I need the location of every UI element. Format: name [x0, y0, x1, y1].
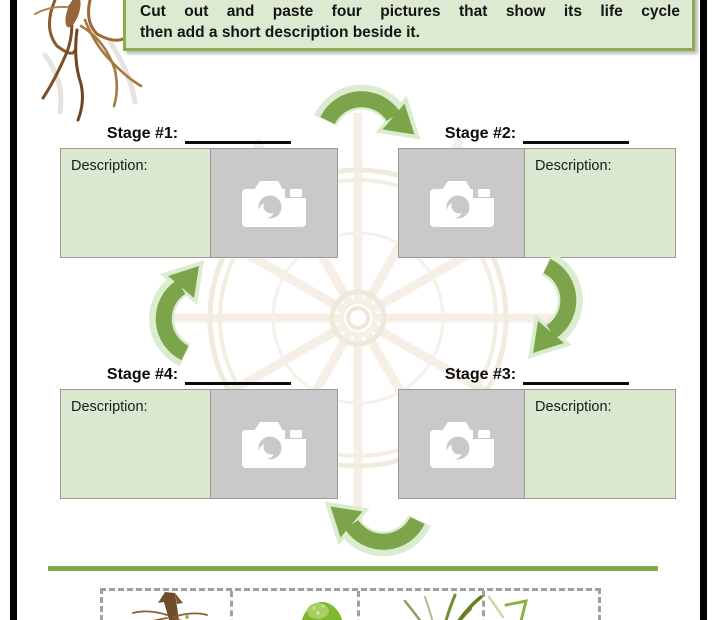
- stage-1-description-label: Description:: [71, 158, 148, 174]
- camera-icon: [429, 422, 496, 468]
- cycle-arrow-top-icon: [314, 71, 421, 151]
- instruction-box: Cut out and paste four pictures that sho…: [123, 0, 695, 51]
- stage-3-title: Stage #3:: [398, 361, 676, 385]
- stage-2-photo-placeholder[interactable]: [399, 149, 525, 257]
- cycle-arrow-bottom-icon: [324, 491, 431, 571]
- cutout-pictures-box: [100, 588, 601, 620]
- cutout-divider-1: [230, 591, 233, 620]
- stage-4-group: Stage #4: Description:: [60, 361, 338, 499]
- stage-1-label: Stage #1:: [106, 125, 179, 142]
- stage-1-photo-placeholder[interactable]: [209, 149, 337, 257]
- stage-2-group: Stage #2: Description:: [398, 120, 676, 258]
- stage-3-name-blank[interactable]: [523, 367, 630, 385]
- stage-3-description-label: Description:: [535, 399, 612, 415]
- stage-2-description-label: Description:: [535, 158, 612, 174]
- cycle-arrow-left-icon: [135, 260, 215, 367]
- stage-3-label: Stage #3:: [444, 366, 517, 383]
- stage-1-box: Description:: [60, 148, 338, 258]
- stick-insect-nymph-cutout: [403, 593, 483, 620]
- stage-2-description-area[interactable]: Description:: [524, 149, 675, 257]
- stage-4-photo-placeholder[interactable]: [209, 390, 337, 498]
- stage-3-group: Stage #3: Description:: [398, 361, 676, 499]
- cutout-divider-2: [357, 591, 360, 620]
- instruction-text-line1: Cut out and paste four pictures that sho…: [140, 3, 680, 20]
- stage-4-name-blank[interactable]: [185, 367, 292, 385]
- stick-insect-legs-cutout: [487, 595, 529, 620]
- stage-4-description-label: Description:: [71, 399, 148, 415]
- stage-3-photo-placeholder[interactable]: [399, 390, 525, 498]
- cutout-divider-3: [482, 591, 485, 620]
- stage-3-box: Description:: [398, 389, 676, 499]
- cycle-arrow-right-icon: [517, 252, 597, 359]
- stage-4-label: Stage #4:: [106, 366, 179, 383]
- stage-4-box: Description:: [60, 389, 338, 499]
- instruction-text-line2: then add a short description beside it.: [140, 24, 420, 41]
- cutout-pictures-art[interactable]: [103, 591, 598, 620]
- camera-icon: [241, 422, 308, 468]
- camera-icon: [429, 181, 496, 227]
- camera-icon: [241, 181, 308, 227]
- egg-cutout: [301, 602, 343, 620]
- page-border-left: [10, 0, 17, 620]
- stage-3-description-area[interactable]: Description:: [524, 390, 675, 498]
- stage-2-box: Description:: [398, 148, 676, 258]
- stage-2-label: Stage #2:: [444, 125, 517, 142]
- stick-insect-twig-cutout: [132, 592, 208, 620]
- stage-1-title: Stage #1:: [60, 120, 338, 144]
- section-divider-line: [48, 566, 658, 571]
- stage-1-name-blank[interactable]: [185, 126, 292, 144]
- stage-4-description-area[interactable]: Description:: [61, 390, 210, 498]
- stage-1-description-area[interactable]: Description:: [61, 149, 210, 257]
- stick-insect-photo: [34, 0, 143, 122]
- stage-4-title: Stage #4:: [60, 361, 338, 385]
- stage-2-name-blank[interactable]: [523, 126, 630, 144]
- stage-1-group: Stage #1: Description:: [60, 120, 338, 258]
- page-border-right: [700, 0, 707, 620]
- stage-2-title: Stage #2:: [398, 120, 676, 144]
